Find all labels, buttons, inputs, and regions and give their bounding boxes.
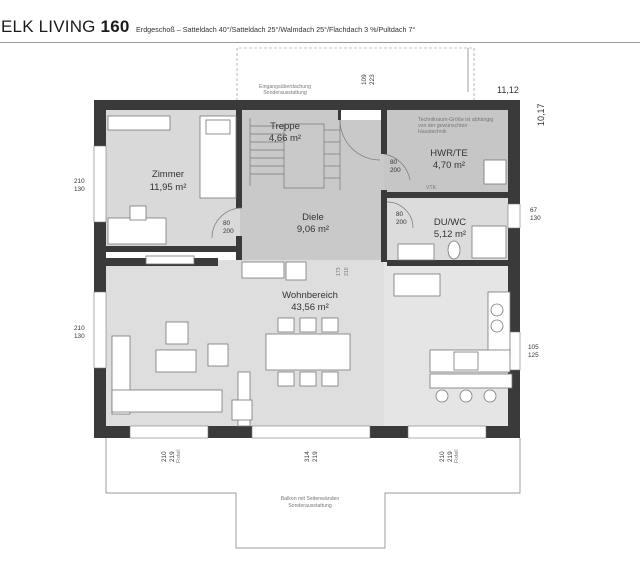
staircase [249,118,341,190]
window-left-upper-w: 210 [74,178,85,185]
stair-storage [241,261,285,279]
model-number: 160 [100,17,130,36]
roof-variants-subtitle: Erdgeschoß – Satteldach 40°/Satteldach 2… [136,25,416,34]
fireplace [285,261,307,281]
room-treppe-area: 4,66 m² [269,133,301,144]
room-duwc-area: 5,12 m² [434,229,466,240]
floor-lamp [231,399,253,421]
outer-width: 11,12 [497,85,519,95]
sink [490,319,504,333]
page-header: ELK LIVING 160 Erdgeschoß – Satteldach 4… [0,0,640,44]
entrance-width: 109 [361,74,368,85]
technik-note-3: Haustechnik [418,129,447,135]
room-zimmer-area: 11,95 m² [150,182,187,193]
shower [471,225,507,259]
sofa-bottom [111,389,223,413]
toilet-hwr [483,159,507,185]
room-wohn-area: 43,56 m² [291,302,329,313]
door-duwc-w: 80 [396,211,404,218]
wardrobe [107,115,171,131]
kitchen-upper [393,273,441,297]
window-bath-h: 130 [530,215,541,222]
page-title: ELK LIVING 160 [1,17,130,37]
door-duwc-h: 200 [396,219,407,226]
pillow [205,119,231,135]
chair [299,371,317,387]
bar-stool [483,389,497,403]
dining-table [265,333,351,371]
bar-stool [459,389,473,403]
canopy-note-1: Eingangsüberdachung [259,84,311,90]
window-left-lower-h: 130 [74,333,85,340]
brand-name: ELK LIVING [1,17,96,36]
door-zimmer-w: 80 [223,220,231,227]
room-duwc-name: DU/WC [434,217,466,228]
technik-note-1: Technikraum-Größe ist abhängig [418,117,493,123]
door-wohn-w: 173 [336,267,342,276]
cooktop [453,351,479,371]
window-bottom-right-fixed: Fixteil [454,449,460,463]
balcony-note-2: Sonderausstattung [288,503,332,509]
entrance-canopy: Eingangsüberdachung Sonderausstattung [236,47,475,101]
balcony: Balkon mit Seitenwänden Sonderausstattun… [105,438,521,549]
chair [277,371,295,387]
room-hwr-name: HWR/TE [430,148,467,159]
room-treppe-name: Treppe [270,121,300,132]
header-divider [0,42,640,43]
dimensions: 11,12 10,17 109 223 210 130 210 130 67 1… [74,74,546,463]
armchair-2 [207,343,229,367]
window-kitchen-h: 125 [528,352,539,359]
bar-stool [435,389,449,403]
door-wohn-h: 210 [344,267,350,276]
furniture [107,115,513,427]
outer-depth: 10,17 [536,103,546,126]
entrance-height: 223 [369,74,376,85]
window-bottom-center-h: 219 [312,451,319,462]
windows [93,145,521,439]
chair [321,371,339,387]
sink [490,303,504,317]
door-zimmer-h: 200 [223,228,234,235]
door-hwr-w: 80 [390,159,398,166]
bar-counter [429,373,513,389]
door-hwr-h: 200 [390,167,401,174]
room-zimmer-name: Zimmer [152,169,184,180]
toilet [447,240,461,260]
armchair [165,321,189,345]
desk [107,217,167,245]
door-swings [211,119,414,239]
room-labels: Zimmer 11,95 m² Treppe 4,66 m² HWR/TE 4,… [150,117,494,313]
window-bath-w: 67 [530,207,538,214]
window-bottom-center-w: 314 [304,451,311,462]
chair [299,317,317,333]
canopy-note-2: Sonderausstattung [263,90,307,96]
window-bottom-right-w: 210 [439,451,446,462]
balcony-note-1: Balkon mit Seitenwänden [281,496,340,502]
room-hwr-area: 4,70 m² [433,160,465,171]
desk-chair [129,205,147,221]
technik-note-2: von der gewünschten [418,123,467,129]
coffee-table [155,349,197,373]
window-bottom-right-h: 219 [447,451,454,462]
window-left-lower-w: 210 [74,325,85,332]
chair [277,317,295,333]
room-diele-name: Diele [302,212,324,223]
vtk-label: VTK [426,185,437,191]
window-left-upper-h: 130 [74,186,85,193]
sideboard [145,255,195,265]
window-bottom-left-fixed: Fixteil [176,449,182,463]
window-bottom-left-w: 210 [161,451,168,462]
chair [321,317,339,333]
washbasin [397,243,435,261]
room-wohn-name: Wohnbereich [282,290,338,301]
room-diele-area: 9,06 m² [297,224,329,235]
window-kitchen-w: 105 [528,344,539,351]
window-bottom-left-h: 219 [169,451,176,462]
